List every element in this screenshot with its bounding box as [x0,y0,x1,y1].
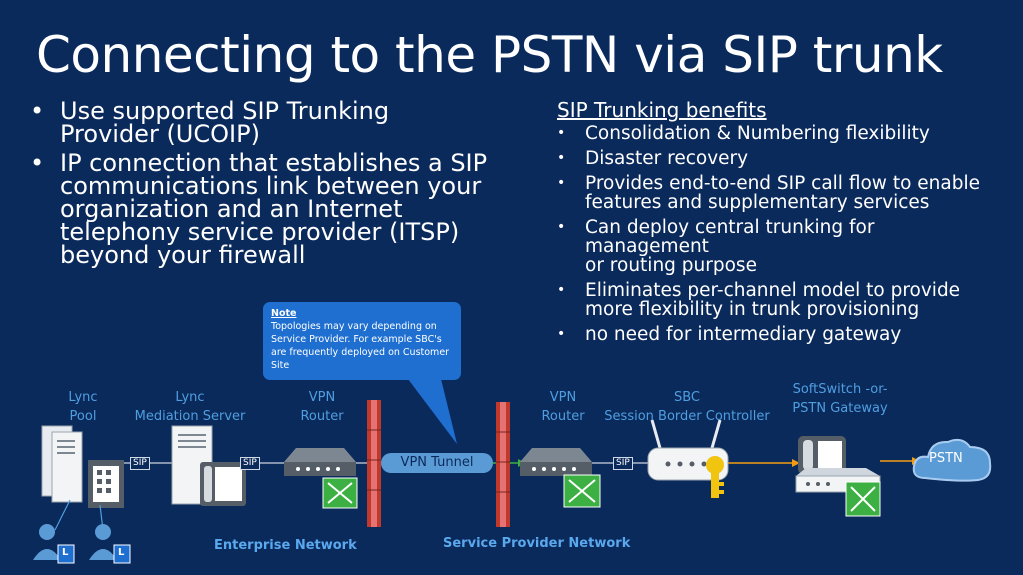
user-badge-label: L [118,547,125,558]
benefit-item: Disaster recovery [557,149,997,168]
sip-tag: SIP [130,457,150,470]
vpn-router-2-label: VPN Router [536,388,590,426]
label-line: Session Border Controller [604,409,770,424]
benefits-list: Consolidation & Numbering flexibility Di… [557,124,997,350]
left-bullet: Use supported SIP Trunking Provider (UCO… [30,99,490,146]
label-line: Pool [69,409,97,424]
softswitch-label: SoftSwitch -or- PSTN Gateway [785,380,895,418]
pstn-cloud-icon [912,438,992,482]
benefit-item: Eliminates per-channel model to provide … [557,281,997,319]
label-line: SoftSwitch -or- [792,382,888,397]
note-heading: Note [271,308,297,319]
sbc-label: SBC Session Border Controller [600,388,774,426]
label-line: Lync [175,390,205,405]
left-bullet: IP connection that establishes a SIP com… [30,151,490,267]
arrow-head [792,459,800,467]
note-text: Topologies may vary depending on Service… [271,321,450,371]
enterprise-network-label: Enterprise Network [214,538,357,553]
mediation-server-label: Lync Mediation Server [130,388,250,426]
softswitch-gateway-icon [795,436,881,517]
benefit-item: Consolidation & Numbering flexibility [557,124,997,143]
service-provider-network-label: Service Provider Network [443,536,631,551]
benefit-item: Can deploy central trunking for manageme… [557,218,997,275]
benefit-item: Provides end-to-end SIP call flow to ena… [557,174,997,212]
mediation-server-icon [171,425,246,506]
vpn-router-icon [284,448,358,509]
firewall-icon [496,402,510,527]
user-icon [33,499,75,564]
vpn-tunnel-label: VPN Tunnel [381,453,493,473]
vpn-router-icon [520,448,601,508]
pstn-label: PSTN [929,451,963,466]
benefits-heading: SIP Trunking benefits [557,98,767,122]
label-line: VPN [308,390,336,405]
label-line: Router [541,409,585,424]
lync-pool-label: Lync Pool [60,388,106,426]
user-icon [89,504,131,564]
benefit-item: no need for intermediary gateway [557,325,997,344]
left-bullet-list: Use supported SIP Trunking Provider (UCO… [30,99,490,273]
note-callout: Note Topologies may vary depending on Se… [263,302,461,380]
label-line: Lync [68,390,98,405]
lync-pool-server-icon [41,425,124,508]
sip-tag: SIP [240,457,260,470]
firewall-icon [367,400,381,527]
user-badge-label: L [62,547,69,558]
label-line: SBC [673,390,701,405]
label-line: Mediation Server [134,409,246,424]
sip-tag: SIP [613,457,633,470]
sbc-device-icon [647,419,729,498]
vpn-router-1-label: VPN Router [295,388,349,426]
slide-title: Connecting to the PSTN via SIP trunk [36,26,943,84]
callout-tail [405,375,457,444]
label-line: PSTN Gateway [792,401,888,416]
label-line: VPN [549,390,577,405]
label-line: Router [300,409,344,424]
